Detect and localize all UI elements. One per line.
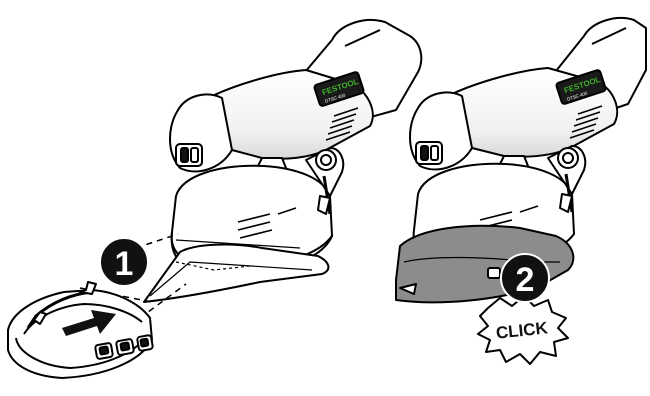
attached-pad-right <box>396 226 573 303</box>
step-1-number: 1 <box>115 245 134 283</box>
step-1-badge: 1 <box>100 238 148 286</box>
sander-left: FESTOOL DTSC 400 <box>144 20 421 302</box>
click-burst: CLICK <box>478 296 568 364</box>
step-2-number: 2 <box>516 261 535 299</box>
sander-right: FESTOOL DTSC 400 <box>410 18 646 262</box>
sanding-pad-left <box>144 245 328 302</box>
step-2-badge: 2 <box>501 254 549 302</box>
